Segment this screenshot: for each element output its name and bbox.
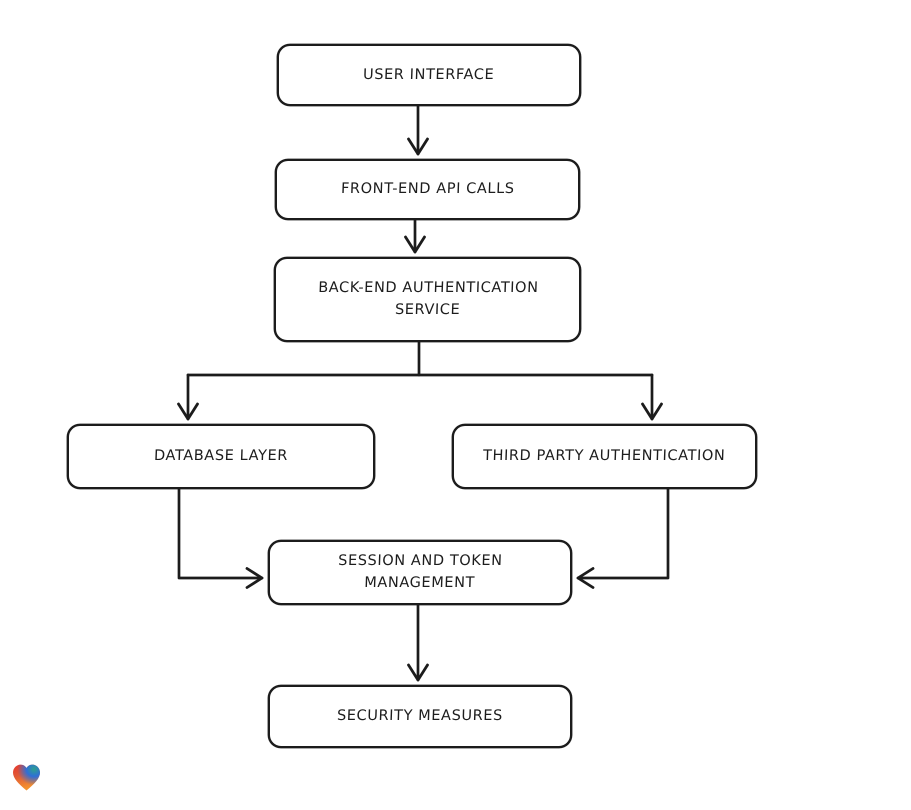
edge-database-layer-to-session — [177, 487, 264, 589]
node-database-layer: DATABASE LAYER — [67, 424, 375, 489]
edge-third-party-auth-to-session — [576, 487, 670, 589]
node-label: THIRD PARTY AUTHENTICATION — [483, 448, 726, 465]
node-label: USER INTERFACE — [363, 66, 495, 83]
node-third-party-authentication: THIRD PARTY AUTHENTICATION — [452, 424, 757, 489]
node-label: DATABASE LAYER — [153, 448, 289, 465]
node-security-measures: SECURITY MEASURES — [268, 685, 572, 748]
node-label: SESSION AND TOKEN MANAGEMENT — [337, 553, 503, 592]
node-label: SECURITY MEASURES — [336, 708, 504, 725]
node-front-end-api-calls: FRONT-END API CALLS — [275, 159, 580, 220]
heart-icon — [13, 764, 40, 791]
node-label: BACK-END AUTHENTICATION SERVICE — [317, 280, 539, 319]
node-label: FRONT-END API CALLS — [340, 181, 515, 198]
node-back-end-authentication-service: BACK-END AUTHENTICATION SERVICE — [274, 257, 581, 342]
node-session-and-token-management: SESSION AND TOKEN MANAGEMENT — [268, 540, 572, 605]
lovable-heart-logo[interactable] — [10, 762, 43, 794]
node-user-interface: USER INTERFACE — [277, 44, 581, 106]
